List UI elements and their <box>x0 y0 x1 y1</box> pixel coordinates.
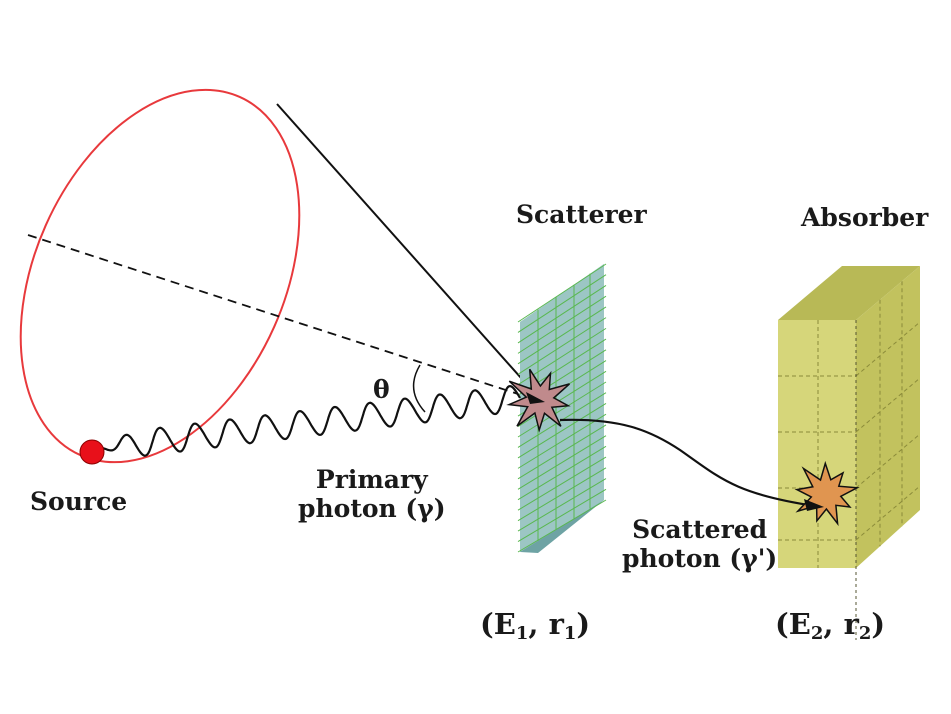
theta-angle-arc <box>412 364 426 413</box>
primary-photon-line2: photon (γ) <box>298 493 446 523</box>
energy-subscript: 2 <box>810 623 824 645</box>
scatterer-strip-line <box>517 317 607 375</box>
source-point <box>79 439 105 465</box>
scatterer-strip-line <box>517 445 607 501</box>
scattered-arrowhead <box>804 499 824 511</box>
scatterer-strip-line <box>517 274 607 333</box>
scatterer-strip-line <box>517 424 607 480</box>
energy-symbol: E <box>788 607 811 641</box>
scatterer-strip-line <box>517 413 607 469</box>
scatterer-strip-line <box>517 403 607 459</box>
compton-cone-ring <box>19 88 301 464</box>
scatterer-strip-line <box>517 456 607 511</box>
scatterer-strip-line <box>517 306 607 365</box>
energy-subscript: 1 <box>515 623 529 645</box>
scatterer-strip-line <box>517 435 607 490</box>
scattered-photon-label: Scattered photon (γ') <box>622 515 778 574</box>
scatterer-strip-line <box>517 370 607 427</box>
absorber-side-face <box>856 266 920 568</box>
position-subscript: 2 <box>858 623 872 645</box>
coord-separator: , <box>528 607 549 641</box>
source-label: Source <box>30 487 128 516</box>
coord-open-paren: ( <box>775 607 789 641</box>
absorber-detector <box>778 266 921 640</box>
scatterer-label: Scatterer <box>516 200 647 229</box>
scatterer-strip-line <box>517 467 607 522</box>
scatterer-coordinates: (E1, r1) <box>480 607 591 645</box>
scatterer-strip-line <box>517 295 607 354</box>
absorber-front-face <box>778 320 856 568</box>
scatterer-strip-line <box>517 499 607 553</box>
scattered-photon-line1: Scattered <box>632 515 768 544</box>
scatterer-strip-line <box>517 285 607 344</box>
scatterer-front-face <box>520 264 604 552</box>
scatterer-strip-line <box>517 488 607 542</box>
position-symbol: r <box>843 607 859 641</box>
cone-edge-line <box>276 103 539 398</box>
scatterer-strip-line <box>517 263 607 323</box>
coord-close-paren: ) <box>871 607 886 641</box>
absorber-label: Absorber <box>801 203 929 232</box>
primary-photon-label: Primary photon (γ) <box>298 465 446 524</box>
theta-label: θ <box>373 375 390 404</box>
scattered-photon-line2: photon (γ') <box>622 543 778 573</box>
primary-photon-path <box>99 384 521 457</box>
primary-photon-line1: Primary <box>315 465 428 494</box>
cone-axis-dashed <box>27 234 519 395</box>
absorption-interaction-burst <box>794 460 860 527</box>
scatterer-detector <box>517 263 607 553</box>
position-subscript: 1 <box>563 623 577 645</box>
coord-close-paren: ) <box>576 607 591 641</box>
coord-open-paren: ( <box>480 607 494 641</box>
coord-separator: , <box>823 607 844 641</box>
scattered-photon-path <box>559 418 816 508</box>
absorber-coordinates: (E2, r2) <box>775 607 886 645</box>
scatterer-strip-line <box>517 381 607 438</box>
energy-symbol: E <box>493 607 516 641</box>
position-symbol: r <box>548 607 564 641</box>
absorber-top-face <box>778 266 920 320</box>
scatterer-strip-line <box>517 478 607 532</box>
primary-arrowhead <box>526 392 545 404</box>
